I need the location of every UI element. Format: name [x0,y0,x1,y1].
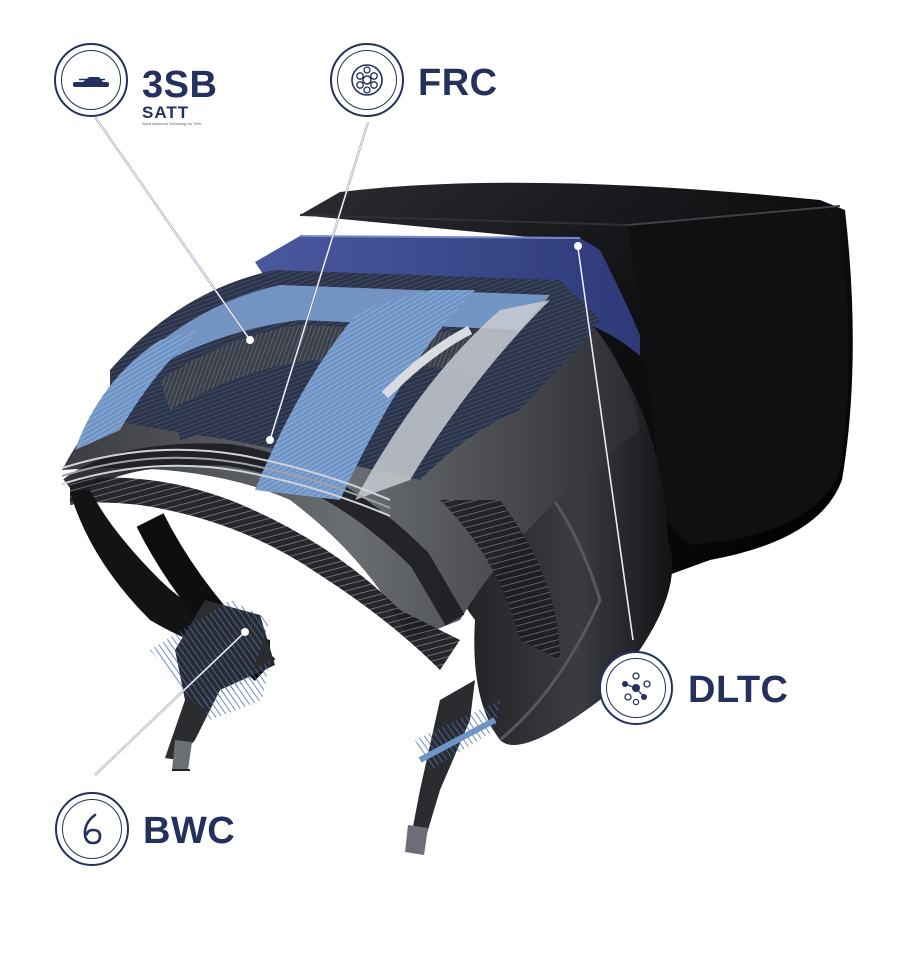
bwc-label: BWC [143,810,236,852]
molecule-icon [622,672,651,706]
tread-block [299,182,853,600]
anchor-dot-3sb [246,336,254,344]
threesb-sub-label: SATT [142,103,190,122]
side-cords-right [440,500,560,660]
anchor-dot-bwc [241,628,249,636]
dltc-label: DLTC [688,669,789,711]
frc-badge [330,43,404,117]
anchor-dot-frc [266,436,274,444]
threesb-tagline: Spiral Advanced Technology for Tires [142,122,202,126]
dltc-badge [599,651,673,725]
bwc-badge [55,792,129,866]
fiber-bundle-icon [351,64,383,96]
layered-belt-icon [73,77,109,87]
bead-right [405,680,500,855]
bead-wire-icon [83,813,102,845]
anchor-dot-dltc [574,242,582,250]
threesb-badge [54,43,128,117]
belt-layers [61,270,600,517]
frc-label: FRC [418,62,498,104]
threesb-label: 3SB [142,64,218,106]
bead-left [150,600,275,771]
